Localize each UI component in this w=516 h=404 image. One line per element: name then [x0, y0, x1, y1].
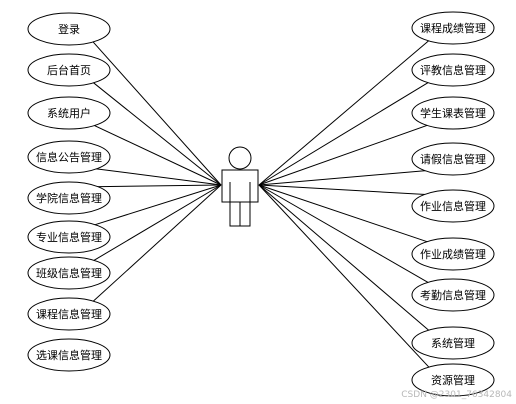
association-line-left-5	[91, 184, 222, 227]
association-line-left-3	[91, 167, 222, 186]
use-case-right-6: 考勤信息管理	[411, 278, 495, 312]
use-case-left-7: 课程信息管理	[27, 297, 111, 331]
use-case-right-3: 请假信息管理	[411, 142, 495, 176]
use-case-label: 登录	[58, 22, 80, 36]
use-case-label: 系统用户	[47, 106, 91, 120]
use-case-left-4: 学院信息管理	[27, 181, 111, 215]
use-case-ellipse	[411, 142, 495, 176]
use-case-right-5: 作业成绩管理	[411, 237, 495, 271]
use-case-left-6: 班级信息管理	[27, 256, 111, 290]
use-case-ellipse	[411, 326, 495, 360]
use-case-ellipse	[27, 338, 111, 372]
use-case-ellipse	[27, 181, 111, 215]
actor-body	[221, 169, 259, 203]
association-line-right-6	[258, 184, 431, 285]
use-case-label: 课程成绩管理	[420, 21, 486, 35]
use-case-left-5: 专业信息管理	[27, 220, 111, 254]
use-case-label: 后台首页	[47, 63, 91, 77]
use-case-left-2: 系统用户	[27, 96, 111, 130]
association-line-left-2	[91, 123, 222, 186]
use-case-ellipse	[411, 96, 495, 130]
use-case-label: 系统管理	[431, 336, 475, 350]
association-line-right-1	[258, 80, 431, 186]
association-line-right-7	[258, 184, 431, 333]
use-case-left-0: 登录	[27, 12, 111, 46]
watermark: CSDN @2301_76342804	[401, 390, 512, 400]
use-case-ellipse	[27, 96, 111, 130]
use-case-ellipse	[27, 140, 111, 174]
use-case-label: 作业成绩管理	[420, 247, 486, 261]
use-case-label: 信息公告管理	[36, 150, 102, 164]
use-case-left-1: 后台首页	[27, 53, 111, 87]
use-case-ellipse	[411, 237, 495, 271]
use-case-ellipse	[27, 256, 111, 290]
association-line-left-4	[91, 184, 222, 188]
use-case-label: 课程信息管理	[36, 307, 102, 321]
use-case-label: 请假信息管理	[420, 152, 486, 166]
use-case-right-4: 作业信息管理	[411, 189, 495, 223]
use-case-ellipse	[27, 53, 111, 87]
use-case-ellipse	[411, 11, 495, 45]
use-case-ellipse	[27, 220, 111, 254]
association-line-right-4	[258, 184, 431, 196]
use-case-label: 资源管理	[431, 373, 475, 387]
use-case-right-2: 学生课表管理	[411, 96, 495, 130]
association-line-left-0	[91, 39, 222, 186]
use-case-right-7: 系统管理	[411, 326, 495, 360]
left-use-cases: 登录后台首页系统用户信息公告管理学院信息管理专业信息管理班级信息管理课程信息管理…	[27, 12, 111, 372]
association-lines	[91, 38, 431, 370]
actor-leg-left	[229, 201, 241, 227]
association-line-right-3	[258, 169, 431, 186]
association-line-right-0	[258, 38, 431, 186]
association-line-right-2	[258, 123, 431, 186]
actor-figure	[221, 146, 259, 227]
use-case-left-3: 信息公告管理	[27, 140, 111, 174]
use-case-ellipse	[411, 189, 495, 223]
use-case-label: 班级信息管理	[36, 266, 102, 280]
use-case-label: 学院信息管理	[36, 191, 102, 205]
use-case-ellipse	[27, 297, 111, 331]
association-line-right-8	[258, 184, 431, 370]
actor-leg-right	[239, 201, 251, 227]
use-case-ellipse	[411, 363, 495, 397]
use-case-label: 学生课表管理	[420, 106, 486, 120]
use-case-right-1: 评教信息管理	[411, 53, 495, 87]
use-case-ellipse	[411, 53, 495, 87]
use-case-label: 选课信息管理	[36, 348, 102, 362]
association-line-right-5	[258, 184, 431, 244]
use-case-ellipse	[411, 278, 495, 312]
use-case-label: 考勤信息管理	[420, 288, 486, 302]
use-case-label: 专业信息管理	[36, 230, 102, 244]
use-case-ellipse	[27, 12, 111, 46]
association-line-left-7	[91, 184, 222, 304]
association-line-left-6	[91, 184, 222, 263]
actor-head	[228, 146, 252, 170]
use-case-right-8: 资源管理	[411, 363, 495, 397]
use-case-left-8: 选课信息管理	[27, 338, 111, 372]
use-case-label: 作业信息管理	[420, 199, 486, 213]
use-case-right-0: 课程成绩管理	[411, 11, 495, 45]
association-line-left-1	[91, 80, 222, 186]
right-use-cases: 课程成绩管理评教信息管理学生课表管理请假信息管理作业信息管理作业成绩管理考勤信息…	[411, 11, 495, 397]
use-case-label: 评教信息管理	[420, 63, 486, 77]
